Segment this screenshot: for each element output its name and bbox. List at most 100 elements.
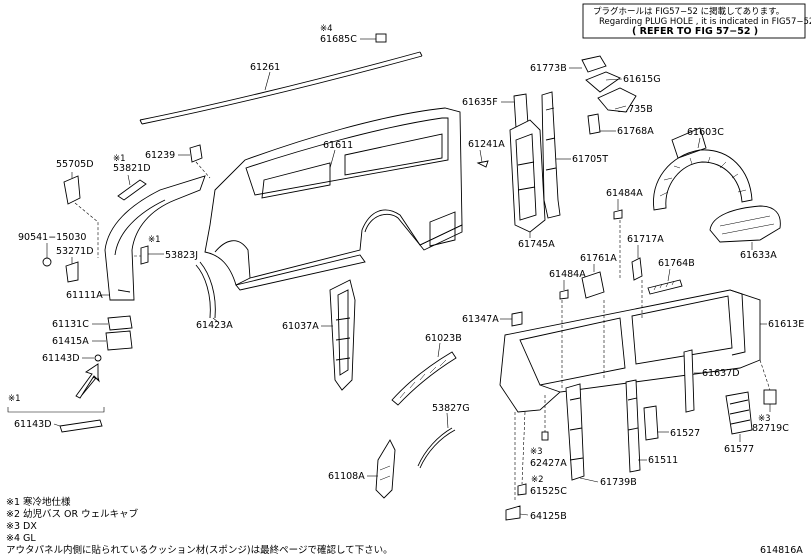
label-61347A: 61347A: [462, 314, 499, 325]
mark-kids-bus: ※2: [531, 475, 544, 485]
footnote: アウタパネル内側に貼られているクッション材(スポンジ)は最終ページで確認して下さ…: [6, 544, 393, 556]
label-61525C: 61525C: [530, 486, 567, 497]
notice-line-3: ( REFER TO FIG 57−52 ): [632, 26, 758, 37]
reinforcement-61131C: [107, 315, 133, 331]
wheel-house-61603C: [653, 127, 753, 211]
legend: ※1 寒冷地仕様 ※2 幼児バス OR ウェルキャブ ※3 DX ※4 GL ア…: [6, 496, 393, 556]
reinforcement-61615G: [585, 71, 621, 93]
bracket-61717A: [631, 257, 643, 281]
label-53271D: 53271D: [56, 246, 94, 257]
pillar-61739B: [565, 383, 585, 481]
gusset-61484A: [613, 209, 623, 220]
pillar-61705T: [541, 91, 561, 219]
label-61261: 61261: [250, 62, 280, 73]
clip-62427A: [541, 431, 549, 441]
gusset-61484A-lower: [559, 289, 569, 300]
plug-hole-notice: プラグホールは FIG57−52 に掲載してあります。 Regarding PL…: [582, 3, 811, 39]
label-61717A: 61717A: [627, 234, 664, 245]
bracket-61415A: [105, 330, 133, 351]
bracket-61108A: [375, 439, 396, 499]
label-61685C: 61685C: [320, 34, 357, 45]
label-61484A-lower: 61484A: [549, 269, 586, 280]
label-61633A: 61633A: [740, 250, 777, 261]
mark-cold-1: ※1: [113, 154, 126, 164]
clip-61143D: [94, 354, 102, 362]
label-53823J: 53823J: [165, 250, 198, 261]
clip-61685C: [375, 33, 387, 43]
roof-drip-rail-61261: [139, 51, 423, 125]
label-61143D: 61143D: [42, 353, 80, 364]
direction-arrow-icon: [75, 363, 99, 399]
inner-panel-61613E: [499, 289, 761, 413]
label-53827G: 53827G: [432, 403, 470, 414]
gusset-61773B: [581, 55, 607, 73]
gusset-61347A: [511, 311, 523, 327]
label-61577: 61577: [724, 444, 754, 455]
label-61239: 61239: [145, 150, 175, 161]
notice-line-1: プラグホールは FIG57−52 に掲載してあります。: [593, 6, 784, 17]
label-62427A: 62427A: [530, 458, 567, 469]
label-61415A: 61415A: [52, 336, 89, 347]
label-61611: 61611: [323, 140, 353, 151]
mudguard-53827G: [417, 427, 456, 469]
label-61511: 61511: [648, 455, 678, 466]
mark-dx-1: ※3: [758, 414, 771, 424]
side-outer-panel-61611: [204, 107, 463, 291]
mark-gl: ※4: [320, 24, 333, 34]
flange-61423A: [195, 261, 216, 319]
reinforcement-61764B: [647, 279, 683, 295]
label-61143D-cold: 61143D: [14, 419, 52, 430]
bracket-53271D: [65, 261, 79, 283]
pillar-inner-61745A: [509, 119, 546, 233]
label-61768A: 61768A: [617, 126, 654, 137]
label-61423A: 61423A: [196, 320, 233, 331]
cushion-53821D: [117, 179, 147, 201]
label-64125B: 64125B: [530, 511, 567, 522]
figure-id: 614816A: [760, 545, 803, 556]
bracket-64125B: [505, 505, 521, 521]
label-61637D: 61637D: [702, 368, 740, 379]
label-61764B: 61764B: [658, 258, 695, 269]
label-61241A: 61241A: [468, 139, 505, 150]
clip-61241A: [476, 160, 489, 168]
label-61111A: 61111A: [66, 290, 103, 301]
label-61615G: 61615G: [623, 74, 661, 85]
label-61131C: 61131C: [52, 319, 89, 330]
notice-line-2: Regarding PLUG HOLE , it is indicated in…: [599, 17, 811, 27]
arch-rail-61023B: [391, 351, 457, 406]
wheel-house-cover-61633A: [709, 205, 781, 243]
brace-61637D: [683, 349, 695, 413]
plate-61525C: [517, 483, 527, 496]
label-61613E: 61613E: [768, 319, 804, 330]
legend-cold-region: ※1 寒冷地仕様: [6, 496, 71, 508]
label-53821D: 53821D: [113, 163, 151, 174]
reinforcement-61527: [643, 405, 659, 441]
label-90541-15030: 90541−15030: [18, 232, 86, 243]
label-55705D: 55705D: [56, 159, 94, 170]
bracket-61768A: [587, 113, 601, 135]
label-61108A: 61108A: [328, 471, 365, 482]
front-quarter-panel-61111A: [104, 175, 206, 301]
label-61735B: 61735B: [616, 104, 653, 115]
pillar-61511: [625, 379, 641, 473]
trim-61143D-cold: [59, 419, 103, 433]
bracket-61761A: [581, 271, 605, 299]
cover-82719C: [763, 389, 777, 405]
mark-cold-2: ※1: [148, 235, 161, 245]
legend-gl: ※4 GL: [6, 533, 36, 544]
label-61635F: 61635F: [462, 97, 498, 108]
mark-cold-3: ※1: [8, 394, 21, 404]
label-61761A: 61761A: [580, 253, 617, 264]
legend-dx: ※3 DX: [6, 521, 37, 532]
label-61603C: 61603C: [687, 127, 724, 138]
extension-61735B: [597, 87, 637, 113]
mark-dx-2: ※3: [530, 447, 543, 457]
pillar-61037A: [329, 279, 356, 391]
label-61023B: 61023B: [425, 333, 462, 344]
label-82719C: 82719C: [752, 423, 789, 434]
label-61037A: 61037A: [282, 321, 319, 332]
seal-53823J: [140, 245, 149, 265]
legend-kids-bus: ※2 幼児バス OR ウェルキャブ: [6, 508, 139, 520]
grommet-90541-15030: [42, 257, 52, 267]
label-61739B: 61739B: [600, 477, 637, 488]
